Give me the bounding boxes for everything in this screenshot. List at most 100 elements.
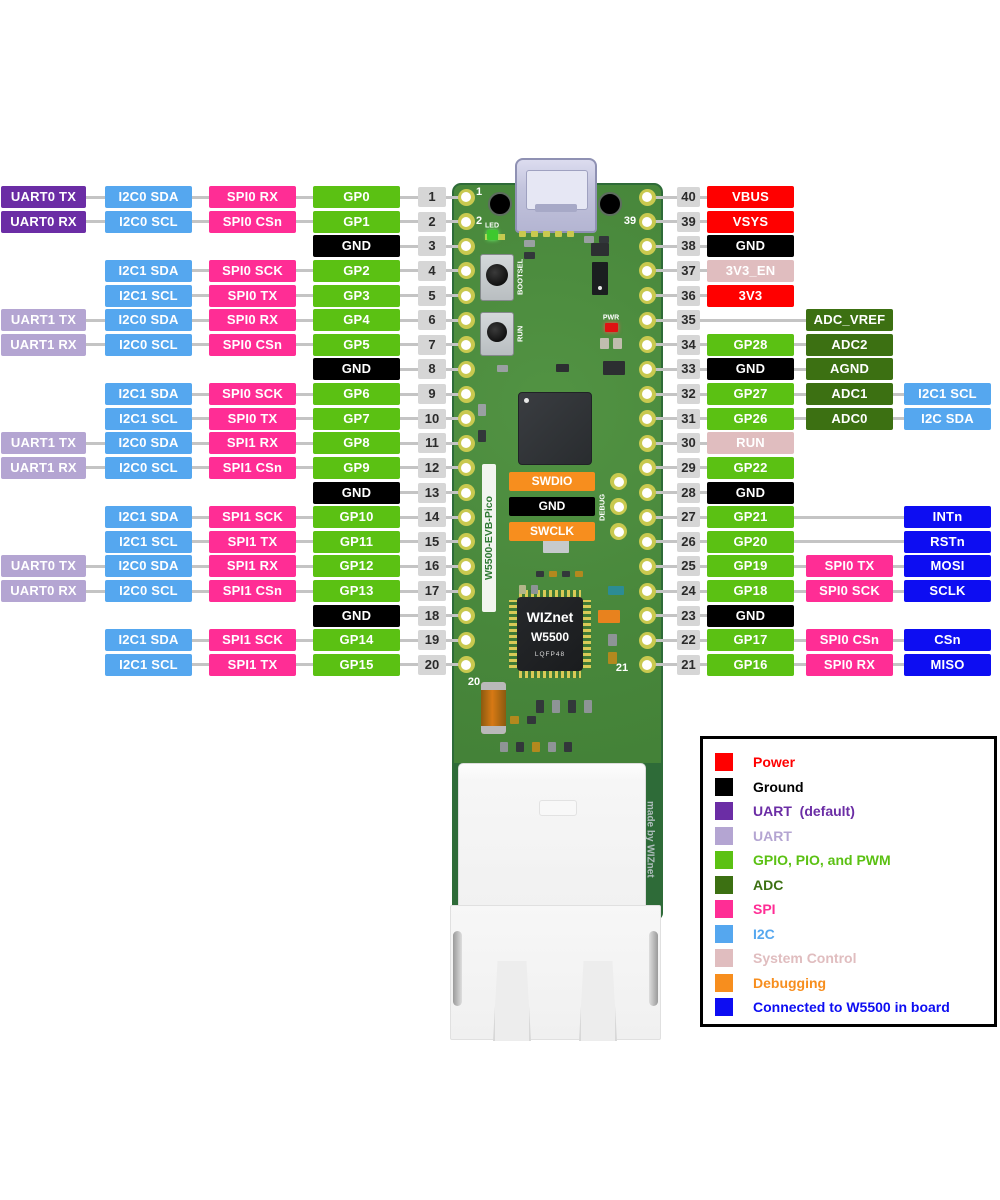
pin-label-3v3-en: 3V3_EN — [707, 259, 794, 282]
pin-number-3: 3 — [418, 236, 446, 257]
pin-label-uart0-rx: UART0 RX — [1, 580, 86, 603]
swd-label-swclk: SWCLK — [509, 522, 595, 541]
board-pad-hole-left — [461, 487, 471, 498]
legend-label-w5500: Connected to W5500 in board — [753, 999, 950, 1015]
legend-label-gpio: GPIO, PIO, and PWM — [753, 852, 891, 868]
pin-label-i2c1-sda: I2C1 SDA — [105, 383, 192, 406]
legend-swatch-spi — [715, 900, 733, 918]
pin-label-spi0-rx: SPI0 RX — [209, 186, 296, 208]
board-pad-hole-right — [642, 610, 652, 621]
pin-label-gnd: GND — [313, 235, 400, 258]
pin-label-gp4: GP4 — [313, 309, 400, 332]
rj45-jack-upper — [458, 763, 646, 908]
smd-component — [600, 338, 609, 349]
regulator-dot — [598, 286, 602, 290]
pin-label-gp26: GP26 — [707, 407, 794, 430]
pin-number-9: 9 — [418, 384, 446, 405]
pin-number-12: 12 — [418, 457, 446, 478]
smd-component — [562, 571, 570, 577]
w5500-chip-pins-right — [583, 600, 591, 668]
bootsel-button — [480, 254, 514, 301]
w5500-chip-brand: WIZnet — [526, 609, 574, 625]
pin-label-gnd: GND — [707, 481, 794, 504]
pin-label-mosi: MOSI — [904, 555, 991, 578]
smd-component — [500, 742, 508, 752]
pin-label-spi0-rx: SPI0 RX — [806, 653, 893, 676]
pin-label-spi0-rx: SPI0 RX — [209, 309, 296, 332]
pin-label-rstn: RSTn — [904, 530, 991, 553]
pin-label-gp16: GP16 — [707, 653, 794, 676]
pin-label-i2c0-scl: I2C0 SCL — [105, 210, 192, 233]
board-pad-hole-right — [642, 192, 652, 202]
board-pad-hole-right — [642, 315, 652, 326]
pin-label-gp12: GP12 — [313, 555, 400, 578]
pin-label-gp11: GP11 — [313, 530, 400, 553]
pin-label-i2c0-scl: I2C0 SCL — [105, 580, 192, 603]
legend-label-uart: UART — [753, 827, 792, 844]
pin-number-31: 31 — [677, 408, 700, 429]
pin-number-15: 15 — [418, 531, 446, 552]
usb-connector-face — [526, 170, 588, 210]
pin-label-gp18: GP18 — [707, 580, 794, 603]
pin-number-32: 32 — [677, 384, 700, 405]
pin-number-1: 1 — [418, 187, 446, 207]
pin-number-25: 25 — [677, 556, 700, 577]
board-pad-hole-left — [461, 635, 471, 646]
pin-number-16: 16 — [418, 556, 446, 577]
board-pad-hole-right — [642, 487, 652, 498]
smd-component — [603, 361, 625, 375]
legend-swatch-system — [715, 949, 733, 967]
pin-label-i2c1-scl: I2C1 SCL — [105, 407, 192, 430]
pin-label-spi1-csn: SPI1 CSn — [209, 456, 296, 479]
pin-label-gp6: GP6 — [313, 383, 400, 406]
pin-label-spi0-tx: SPI0 TX — [209, 284, 296, 307]
rp2040-pin1-dot — [524, 398, 529, 403]
board-pad-hole-right — [642, 659, 652, 670]
board-pad-hole-left — [461, 389, 471, 400]
pin-label-vsys: VSYS — [707, 210, 794, 233]
silk-pin-20: 20 — [467, 676, 481, 688]
pin-label-gp3: GP3 — [313, 284, 400, 307]
board-pad-hole-right — [642, 389, 652, 400]
pin-number-8: 8 — [418, 359, 446, 380]
rj45-clip-right — [649, 931, 658, 1006]
smd-component — [556, 364, 569, 372]
pin-label-adc-vref: ADC_VREF — [806, 309, 893, 332]
wire-pin-35 — [645, 318, 887, 322]
pin-number-17: 17 — [418, 581, 446, 602]
pin-label-uart1-tx: UART1 TX — [1, 432, 86, 455]
smd-component — [592, 262, 608, 295]
smd-component — [591, 243, 609, 256]
pin-label-i2c1-sda: I2C1 SDA — [105, 506, 192, 529]
board-pad-hole-right — [642, 512, 652, 523]
w5500-chip-pins-top — [519, 590, 581, 598]
pin-number-34: 34 — [677, 334, 700, 355]
legend-swatch-uart_default — [715, 802, 733, 820]
board-pad-hole-left — [461, 290, 471, 301]
rj45-leg-left — [493, 961, 531, 1041]
pin-label-sclk: SCLK — [904, 580, 991, 603]
pin-label-spi1-tx: SPI1 TX — [209, 530, 296, 553]
debug-label: DEBUG — [597, 493, 607, 521]
pin-label-csn: CSn — [904, 629, 991, 652]
smd-component — [524, 252, 535, 259]
pin-label-i2c1-scl: I2C1 SCL — [105, 284, 192, 307]
board-pad-hole-left — [461, 610, 471, 621]
pin-number-24: 24 — [677, 581, 700, 602]
legend-label-power: Power — [753, 754, 796, 770]
pin-number-2: 2 — [418, 211, 446, 232]
rj45-clip-left — [453, 931, 462, 1006]
w5500-chip-part: W5500 — [530, 630, 570, 644]
pin-label-spi1-sck: SPI1 SCK — [209, 506, 296, 529]
debug-pad-hole — [613, 501, 624, 512]
smd-component — [608, 586, 624, 595]
pin-label-spi0-tx: SPI0 TX — [806, 555, 893, 578]
w5500-chip-pins-bottom — [519, 670, 581, 678]
pin-label-gp9: GP9 — [313, 456, 400, 479]
pin-number-5: 5 — [418, 285, 446, 306]
smd-component — [536, 571, 544, 577]
pin-number-39: 39 — [677, 211, 700, 232]
board-pad-hole-left — [461, 586, 471, 597]
pin-label-gp7: GP7 — [313, 407, 400, 430]
